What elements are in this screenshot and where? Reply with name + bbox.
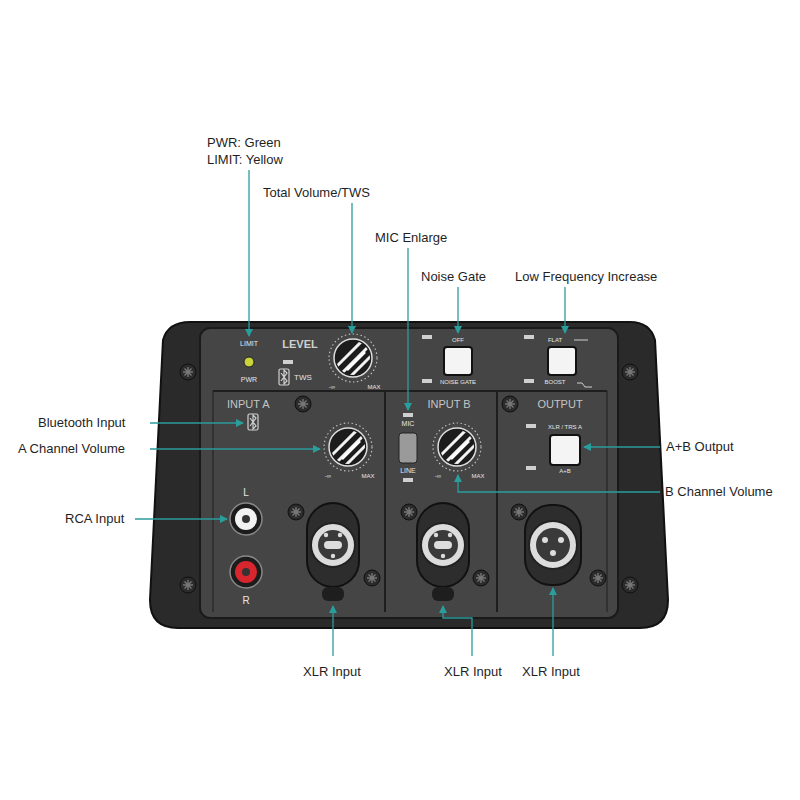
panel-section: INPUT B <box>385 392 513 612</box>
callout-label: MIC Enlarge <box>375 231 447 245</box>
callout-label: B Channel Volume <box>665 485 773 499</box>
panel-marking: FLAT <box>548 337 562 344</box>
panel-marking: BOOST <box>544 379 565 386</box>
panel-marking: PWR <box>241 376 257 384</box>
panel-marking: MAX <box>367 384 380 391</box>
callout-label: Low Frequency Increase <box>515 270 657 284</box>
callout-label: A+B Output <box>666 440 734 454</box>
panel-marking: LIMIT <box>240 340 258 348</box>
panel-marking: MIC <box>402 420 415 428</box>
panel-marking: L <box>243 487 249 498</box>
panel-section: OUTPUT <box>497 392 623 612</box>
callout-label: XLR Input <box>303 665 361 679</box>
panel-marking: R <box>242 595 249 606</box>
panel-marking: -∞ <box>435 473 441 480</box>
callout-label: Bluetooth Input <box>38 416 125 430</box>
callout-label: XLR Input <box>444 665 502 679</box>
panel-marking: NOISE GATE <box>440 379 476 386</box>
panel-marking: XLR / TRS A <box>548 424 582 431</box>
callout-label: Total Volume/TWS <box>263 186 370 200</box>
panel-marking: MAX <box>361 473 374 480</box>
callout-label: RCA Input <box>65 512 124 526</box>
panel-marking: -∞ <box>329 384 335 391</box>
section-heading: INPUT A <box>227 392 387 410</box>
panel-marking: OFF <box>452 337 464 344</box>
panel-marking: MAX <box>471 473 484 480</box>
panel-marking: -∞ <box>325 473 331 480</box>
panel-marking: LEVEL <box>282 338 317 350</box>
panel-marking: A+B <box>559 468 571 475</box>
callout-label: Noise Gate <box>421 270 486 284</box>
callout-label: A Channel Volume <box>18 442 125 456</box>
section-heading: INPUT B <box>385 392 513 410</box>
panel-section: INPUT A <box>213 392 387 612</box>
section-heading: OUTPUT <box>497 392 623 410</box>
panel-marking: TWS <box>294 374 312 383</box>
callout-label: LIMIT: Yellow <box>207 153 283 167</box>
panel-marking: LINE <box>400 467 416 475</box>
callout-label: XLR Input <box>522 665 580 679</box>
callout-label: PWR: Green <box>207 136 281 150</box>
